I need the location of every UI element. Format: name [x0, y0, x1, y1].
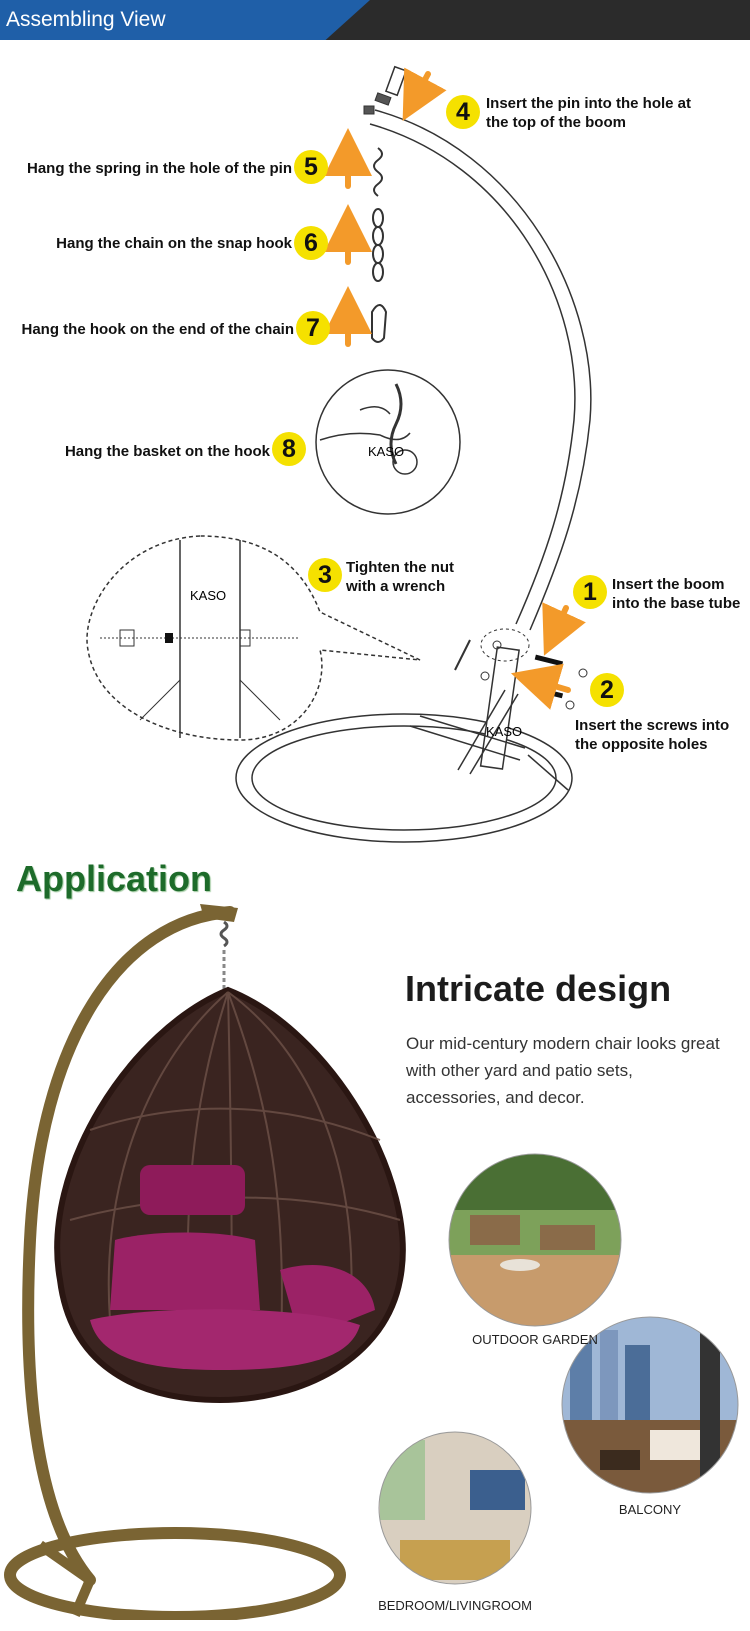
- scene-caption-balcony: BALCONY: [618, 1502, 682, 1517]
- boom-outer: [374, 109, 592, 631]
- arrow-icons: [324, 67, 586, 710]
- step-text-7: Hang the hook on the end of the chain: [21, 321, 295, 338]
- step-text-5: Hang the spring in the hole of the pin: [27, 160, 292, 177]
- spring-icon: [373, 147, 383, 197]
- base-ring-inner: [251, 725, 557, 831]
- base-tube: [479, 646, 520, 770]
- step-text-4: Insert the pin into the hole at the top …: [486, 95, 692, 131]
- step-badge-5: 5: [294, 150, 328, 184]
- chair-base: [4, 1527, 346, 1620]
- brand-mark: KASO: [368, 444, 404, 459]
- step-text-6: Hang the chain on the snap hook: [56, 235, 292, 252]
- step-badge-2: 2: [590, 673, 624, 707]
- boom-inner: [369, 123, 576, 625]
- step-badge-4: 4: [446, 95, 480, 129]
- bolt-icon: [454, 639, 588, 710]
- base-ring-outer: [235, 713, 573, 843]
- scene-caption-outdoor: OUTDOOR GARDEN: [472, 1332, 598, 1347]
- step-text-8: Hang the basket on the hook: [64, 443, 270, 460]
- nut-detail-circle: [86, 535, 421, 741]
- step-text-2: Insert the screws into the opposite hole…: [575, 717, 730, 753]
- step-badge-1: 1: [573, 575, 607, 609]
- step-badge-7: 7: [296, 311, 330, 345]
- header-accent: [0, 0, 370, 40]
- assembly-diagram: KASO KASO KASO: [86, 65, 592, 843]
- step-badge-3: 3: [308, 558, 342, 592]
- page-title: Assembling View: [6, 8, 166, 31]
- cushion: [140, 1165, 245, 1215]
- step-text-1: Insert the boom into the base tube: [612, 576, 741, 612]
- chair-illustration: [4, 904, 406, 1620]
- application-heading: Application: [16, 858, 212, 899]
- step-badge-8: 8: [272, 432, 306, 466]
- design-heading: Intricate design: [405, 968, 672, 1009]
- hook-detail-circle: [315, 369, 461, 515]
- step-text-3: Tighten the nut with a wrench: [346, 559, 455, 595]
- chain-icon: [372, 208, 384, 282]
- brand-mark: KASO: [190, 588, 226, 603]
- scene-caption-bedroom: BEDROOM/LIVINGROOM: [378, 1598, 532, 1613]
- snap-hook-icon: [371, 304, 388, 343]
- pin-icon: [363, 65, 408, 115]
- brand-mark: KASO: [486, 724, 522, 739]
- scene-outdoor-garden: [449, 1154, 621, 1326]
- design-description: Our mid-century modern chair looks great…: [406, 1034, 720, 1107]
- step-badge-6: 6: [294, 226, 328, 260]
- chair-frame: [22, 906, 236, 1586]
